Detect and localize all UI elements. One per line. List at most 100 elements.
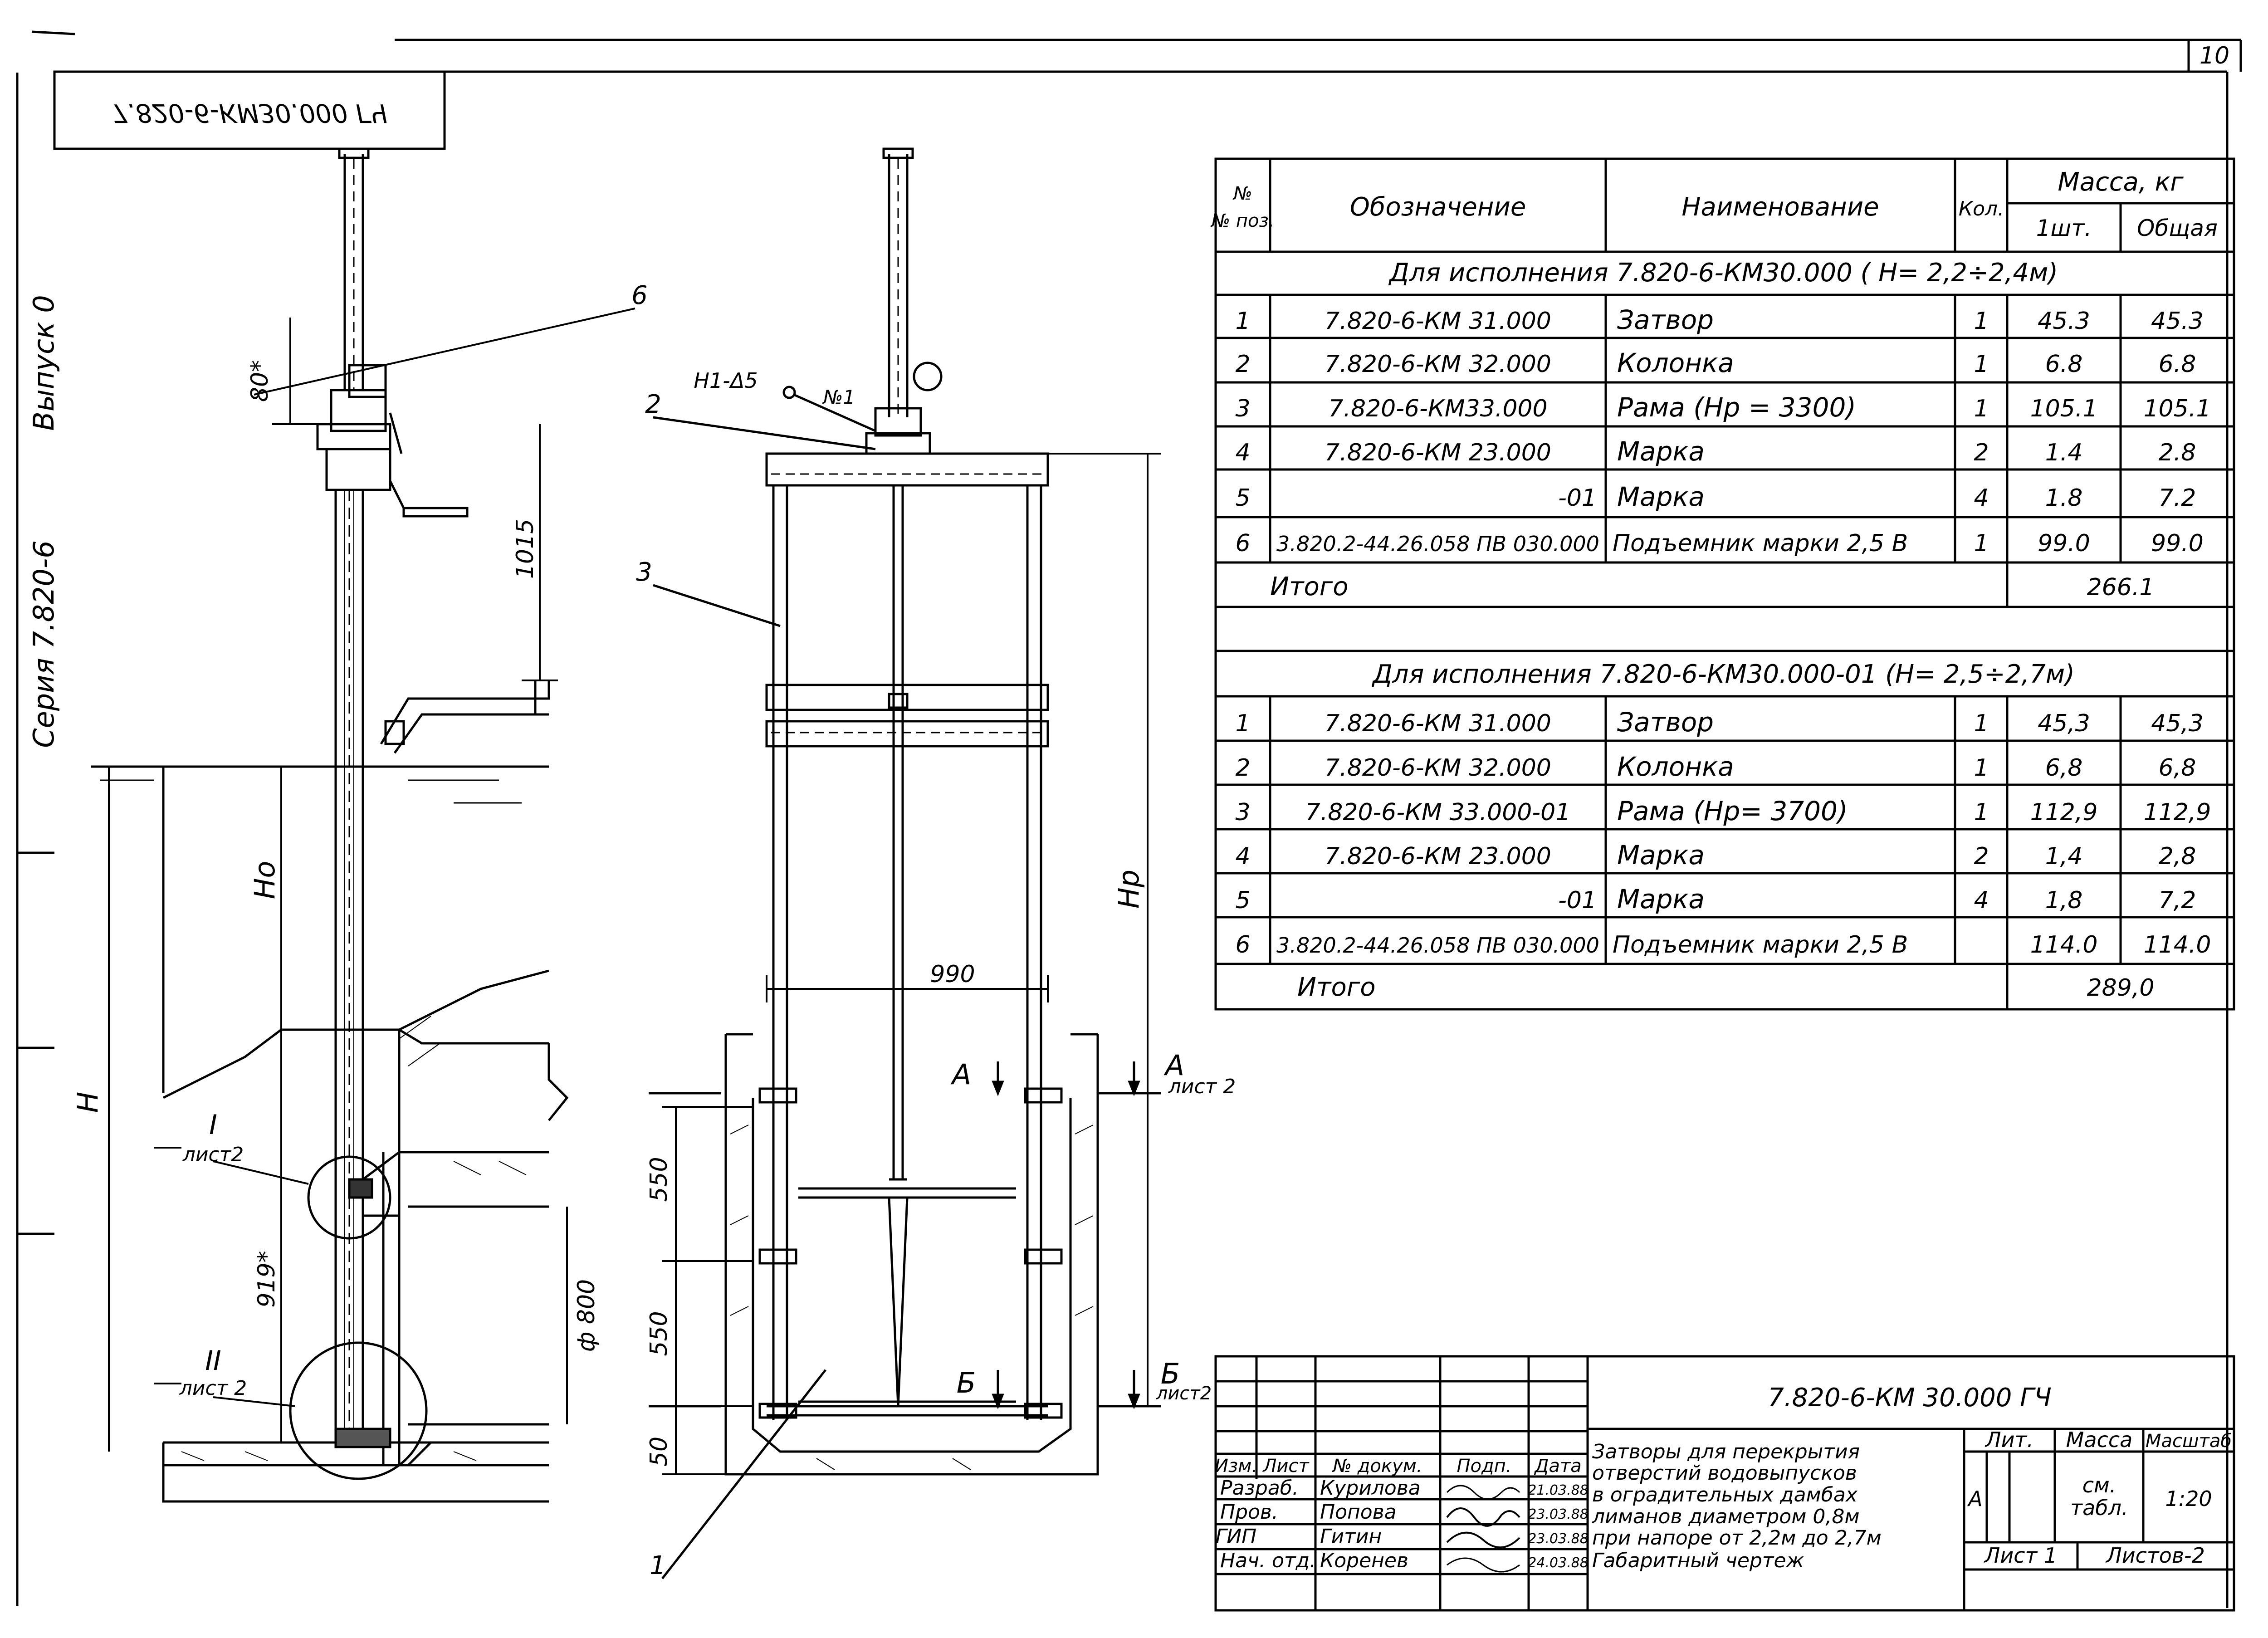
sheet-number: 10 xyxy=(2200,42,2229,69)
dim-50: 50 xyxy=(645,1437,673,1467)
svg-text:3: 3 xyxy=(1235,395,1250,422)
svg-text:Коренев: Коренев xyxy=(1320,1549,1408,1572)
title-block-grid xyxy=(1214,1355,2235,1612)
title-code: 7.820-6-КМ 30.000 ГЧ xyxy=(1768,1383,2052,1413)
svg-text:7,2: 7,2 xyxy=(2159,887,2196,914)
svg-text:2: 2 xyxy=(1235,754,1250,782)
h1-label: Н1-Δ5 xyxy=(694,368,758,393)
node-2-label: II xyxy=(205,1345,221,1377)
table-row: 4 7.820-6-КМ 23.000 Марка 2 1,4 2,8 xyxy=(1235,840,2196,870)
svg-text:23.03.88: 23.03.88 xyxy=(1528,1531,1589,1547)
issue-label: Выпуск 0 xyxy=(27,295,60,430)
table-row: 3 7.820-6-КМ33.000 Рама (Нр = 3300) 1 10… xyxy=(1235,392,2211,423)
svg-text:45.3: 45.3 xyxy=(2151,308,2204,335)
title-description: Затворы для перекрытия отверстий водовып… xyxy=(1592,1440,1882,1572)
front-view xyxy=(649,147,1161,1579)
svg-text:1: 1 xyxy=(1974,710,1989,737)
svg-text:112,9: 112,9 xyxy=(2030,799,2098,826)
svg-text:2: 2 xyxy=(1235,351,1250,378)
dim-550b: 550 xyxy=(645,1311,673,1356)
section-b-right: Б xyxy=(1161,1357,1180,1390)
dim-990: 990 xyxy=(930,961,975,988)
svg-text:Колонка: Колонка xyxy=(1617,347,1734,378)
svg-text:Затвор: Затвор xyxy=(1617,707,1714,738)
header-pos: № xyxy=(1232,183,1252,204)
svg-text:7.820-6-КМ 32.000: 7.820-6-КМ 32.000 xyxy=(1325,351,1551,378)
svg-text:6: 6 xyxy=(1235,931,1250,958)
node-markers xyxy=(154,308,635,1407)
svg-text:см.: см. xyxy=(2082,1473,2116,1497)
svg-text:Лит.: Лит. xyxy=(1984,1428,2033,1452)
table-row: 6 3.820.2-44.26.058 ПВ 030.000 Подъемник… xyxy=(1235,931,2211,958)
svg-text:45,3: 45,3 xyxy=(2038,710,2090,737)
svg-text:Подъемник марки 2,5 В: Подъемник марки 2,5 В xyxy=(1613,530,1908,557)
table-row: 6 3.820.2-44.26.058 ПВ 030.000 Подъемник… xyxy=(1235,530,2203,557)
svg-text:5: 5 xyxy=(1235,484,1250,512)
svg-text:112,9: 112,9 xyxy=(2144,799,2211,826)
table-row: 5 -01 Марка 4 1,8 7,2 xyxy=(1235,884,2196,914)
svg-text:6.8: 6.8 xyxy=(2045,351,2083,378)
mirrored-stamp: 7.820-6-КМ30.000 ГЧ xyxy=(53,70,446,150)
svg-text:Марка: Марка xyxy=(1617,840,1705,870)
svg-text:6: 6 xyxy=(1235,530,1250,557)
svg-text:7.820-6-КМ 33.000-01: 7.820-6-КМ 33.000-01 xyxy=(1305,799,1571,826)
svg-text:7.820-6-КМ 31.000: 7.820-6-КМ 31.000 xyxy=(1325,710,1551,737)
svg-text:45.3: 45.3 xyxy=(2038,308,2090,335)
svg-text:105.1: 105.1 xyxy=(2144,395,2211,422)
svg-text:3: 3 xyxy=(1235,799,1250,826)
svg-text:А: А xyxy=(1967,1486,1982,1511)
svg-text:Нач. отд.: Нач. отд. xyxy=(1220,1549,1316,1572)
pos-2-label: 2 xyxy=(645,390,661,419)
svg-text:1: 1 xyxy=(1974,351,1989,378)
group-total-value: 266.1 xyxy=(2087,574,2155,601)
table-row: Нач. отд. Коренев 24.03.88 xyxy=(1220,1549,1589,1573)
svg-text:7.2: 7.2 xyxy=(2159,484,2196,512)
svg-text:Подъемник марки 2,5 В: Подъемник марки 2,5 В xyxy=(1613,931,1908,958)
svg-text:1: 1 xyxy=(1974,530,1989,557)
node-1-label: I xyxy=(209,1109,217,1141)
svg-text:4: 4 xyxy=(1974,887,1989,914)
svg-text:4: 4 xyxy=(1974,484,1989,512)
svg-text:-01: -01 xyxy=(1558,887,1597,914)
svg-text:4: 4 xyxy=(1235,843,1250,870)
svg-text:Рама (Нр = 3300): Рама (Нр = 3300) xyxy=(1617,392,1856,423)
svg-text:Дата: Дата xyxy=(1534,1456,1582,1477)
series-label: Серия 7.820-6 xyxy=(27,540,60,748)
svg-text:99.0: 99.0 xyxy=(2038,530,2090,557)
svg-text:Разраб.: Разраб. xyxy=(1220,1477,1299,1500)
table-row: 1 7.820-6-КМ 31.000 Затвор 1 45.3 45.3 xyxy=(1235,304,2203,335)
svg-text:1,4: 1,4 xyxy=(2045,843,2083,870)
svg-text:Марка: Марка xyxy=(1617,481,1705,512)
stamp-mirrored-text: 7.820-6-КМ30.000 ГЧ xyxy=(112,98,387,127)
section-a-right: А xyxy=(1163,1049,1184,1082)
svg-text:7.820-6-КМ 23.000: 7.820-6-КМ 23.000 xyxy=(1325,843,1551,870)
svg-text:Попова: Попова xyxy=(1320,1501,1397,1524)
node-1-ref: лист2 xyxy=(182,1143,244,1166)
svg-text:2: 2 xyxy=(1974,439,1989,466)
svg-text:3.820.2-44.26.058 ПВ 030.000: 3.820.2-44.26.058 ПВ 030.000 xyxy=(1276,532,1599,556)
front-dimensions xyxy=(662,453,1161,1475)
svg-text:2,8: 2,8 xyxy=(2159,843,2196,870)
svg-text:Рама (Нр= 3700): Рама (Нр= 3700) xyxy=(1617,796,1848,826)
svg-text:Масса: Масса xyxy=(2066,1428,2133,1452)
group-total-value: 289,0 xyxy=(2087,974,2155,1002)
svg-text:1: 1 xyxy=(1235,710,1250,737)
svg-text:4: 4 xyxy=(1235,439,1250,466)
svg-text:-01: -01 xyxy=(1558,484,1597,512)
dim-h: Н xyxy=(71,1092,104,1113)
svg-text:Подп.: Подп. xyxy=(1457,1456,1511,1477)
svg-text:105.1: 105.1 xyxy=(2030,395,2098,422)
svg-text:1: 1 xyxy=(1974,754,1989,782)
svg-text:114.0: 114.0 xyxy=(2030,931,2098,958)
svg-text:21.03.88: 21.03.88 xyxy=(1528,1482,1589,1498)
svg-text:Пров.: Пров. xyxy=(1220,1501,1278,1524)
table-row: Разраб. Курилова 21.03.88 xyxy=(1220,1477,1589,1500)
svg-text:Габаритный чертеж: Габаритный чертеж xyxy=(1592,1549,1804,1572)
svg-text:2: 2 xyxy=(1974,843,1989,870)
svg-text:5: 5 xyxy=(1235,887,1250,914)
section-b-left: Б xyxy=(957,1366,976,1399)
svg-text:Изм.: Изм. xyxy=(1215,1456,1257,1477)
table-row: ГИП Гитин 23.03.88 xyxy=(1216,1525,1589,1549)
svg-text:Масштаб: Масштаб xyxy=(2146,1431,2232,1452)
